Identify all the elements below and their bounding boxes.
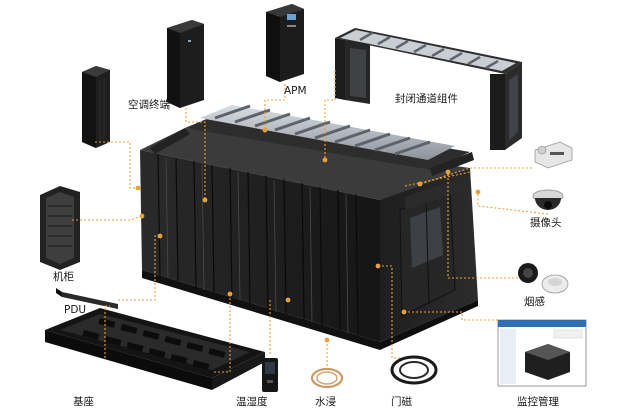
label-temp-humidity: 温湿度 — [236, 396, 268, 408]
label-smoke: 烟感 — [524, 296, 545, 308]
access-device — [534, 141, 573, 169]
rack-cabinet-open — [40, 186, 80, 270]
apm-unit — [266, 4, 304, 82]
pdu-strip — [56, 288, 118, 309]
smoke-detector — [518, 263, 569, 294]
label-base: 基座 — [73, 396, 94, 408]
label-apm: APM — [284, 85, 307, 97]
label-camera: 摄像头 — [530, 217, 562, 229]
label-crac: 空调终端 — [128, 99, 170, 111]
rack-cabinet-small — [82, 66, 110, 148]
containment-assembly — [335, 28, 522, 150]
rack-door-ribs — [157, 153, 359, 337]
label-cabinet: 机柜 — [53, 271, 74, 283]
roof-cable-trays — [150, 104, 474, 176]
dome-camera — [532, 189, 564, 210]
monitoring-screen — [497, 319, 587, 387]
base-frame — [45, 308, 265, 390]
rack-door-highlights — [165, 157, 349, 334]
leader-lines — [72, 70, 549, 373]
connection-dots — [135, 127, 481, 343]
label-containment: 封闭通道组件 — [395, 93, 458, 105]
crac-unit — [167, 20, 204, 108]
label-door-contact: 门磁 — [391, 396, 412, 408]
label-water-leak: 水浸 — [315, 396, 336, 408]
label-pdu: PDU — [64, 304, 87, 316]
temp-humidity-sensor — [262, 358, 278, 392]
label-monitoring: 监控管理 — [517, 396, 559, 408]
end-door — [399, 180, 458, 317]
water-leak-cable — [310, 367, 344, 389]
door-contact-cable — [390, 355, 438, 385]
